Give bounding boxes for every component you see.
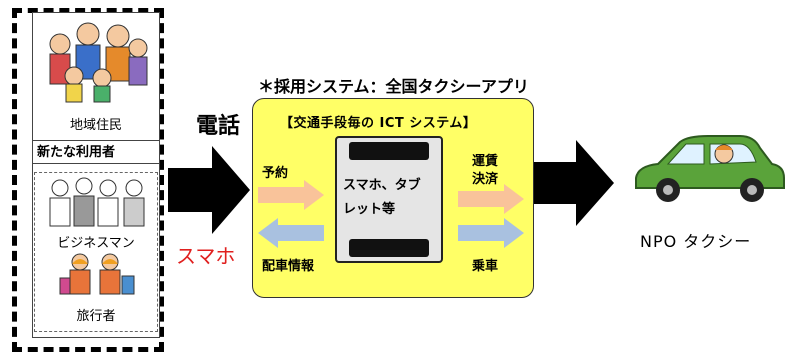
device-top-bar — [349, 142, 429, 160]
users-dashed-frame — [12, 8, 164, 352]
dispatch-info-arrow — [258, 218, 324, 248]
npo-taxi-label: NPO タクシー — [640, 232, 752, 251]
big-arrow-users-to-ict — [168, 146, 250, 234]
businessman-icon — [49, 177, 145, 227]
device-text-line1: スマホ、タブ — [343, 178, 421, 193]
traveler-label: 旅行者 — [76, 309, 116, 324]
car-icon — [635, 135, 785, 202]
payment-label: 決済 — [472, 172, 499, 187]
smartphone-label: スマホ — [176, 244, 236, 268]
device-text-line2: レット等 — [343, 202, 396, 217]
business-people-illustration — [49, 177, 145, 227]
boarding-label: 乗車 — [472, 259, 499, 274]
new-users-label: 新たな利用者 — [33, 140, 159, 164]
payment-arrow — [458, 184, 524, 214]
residents-label: 地域住民 — [69, 118, 122, 133]
device-bottom-bar — [349, 239, 429, 257]
new-users-frame — [34, 172, 158, 332]
taxi-car-illustration — [635, 135, 785, 202]
phone-label: 電話 — [196, 114, 241, 139]
big-arrow-ict-to-taxi — [534, 140, 614, 226]
residents-illustration — [49, 22, 148, 103]
reservation-arrow — [258, 180, 324, 210]
business-label: ビジネスマン — [57, 236, 135, 251]
residents-icon — [49, 22, 148, 103]
travelers-illustration — [59, 253, 135, 295]
dispatch-info-label: 配車情報 — [262, 259, 315, 274]
traveler-icon — [59, 253, 135, 295]
system-caption: ＊採用システム：全国タクシーアプリ — [258, 77, 529, 96]
smartphone-tablet-device: スマホ、タブ レット等 — [335, 136, 443, 263]
fare-label: 運賃 — [472, 154, 499, 169]
reservation-label: 予約 — [262, 166, 289, 181]
boarding-arrow — [458, 218, 524, 248]
ict-panel-title: 【交通手段毎の ICT システム】 — [280, 116, 477, 131]
